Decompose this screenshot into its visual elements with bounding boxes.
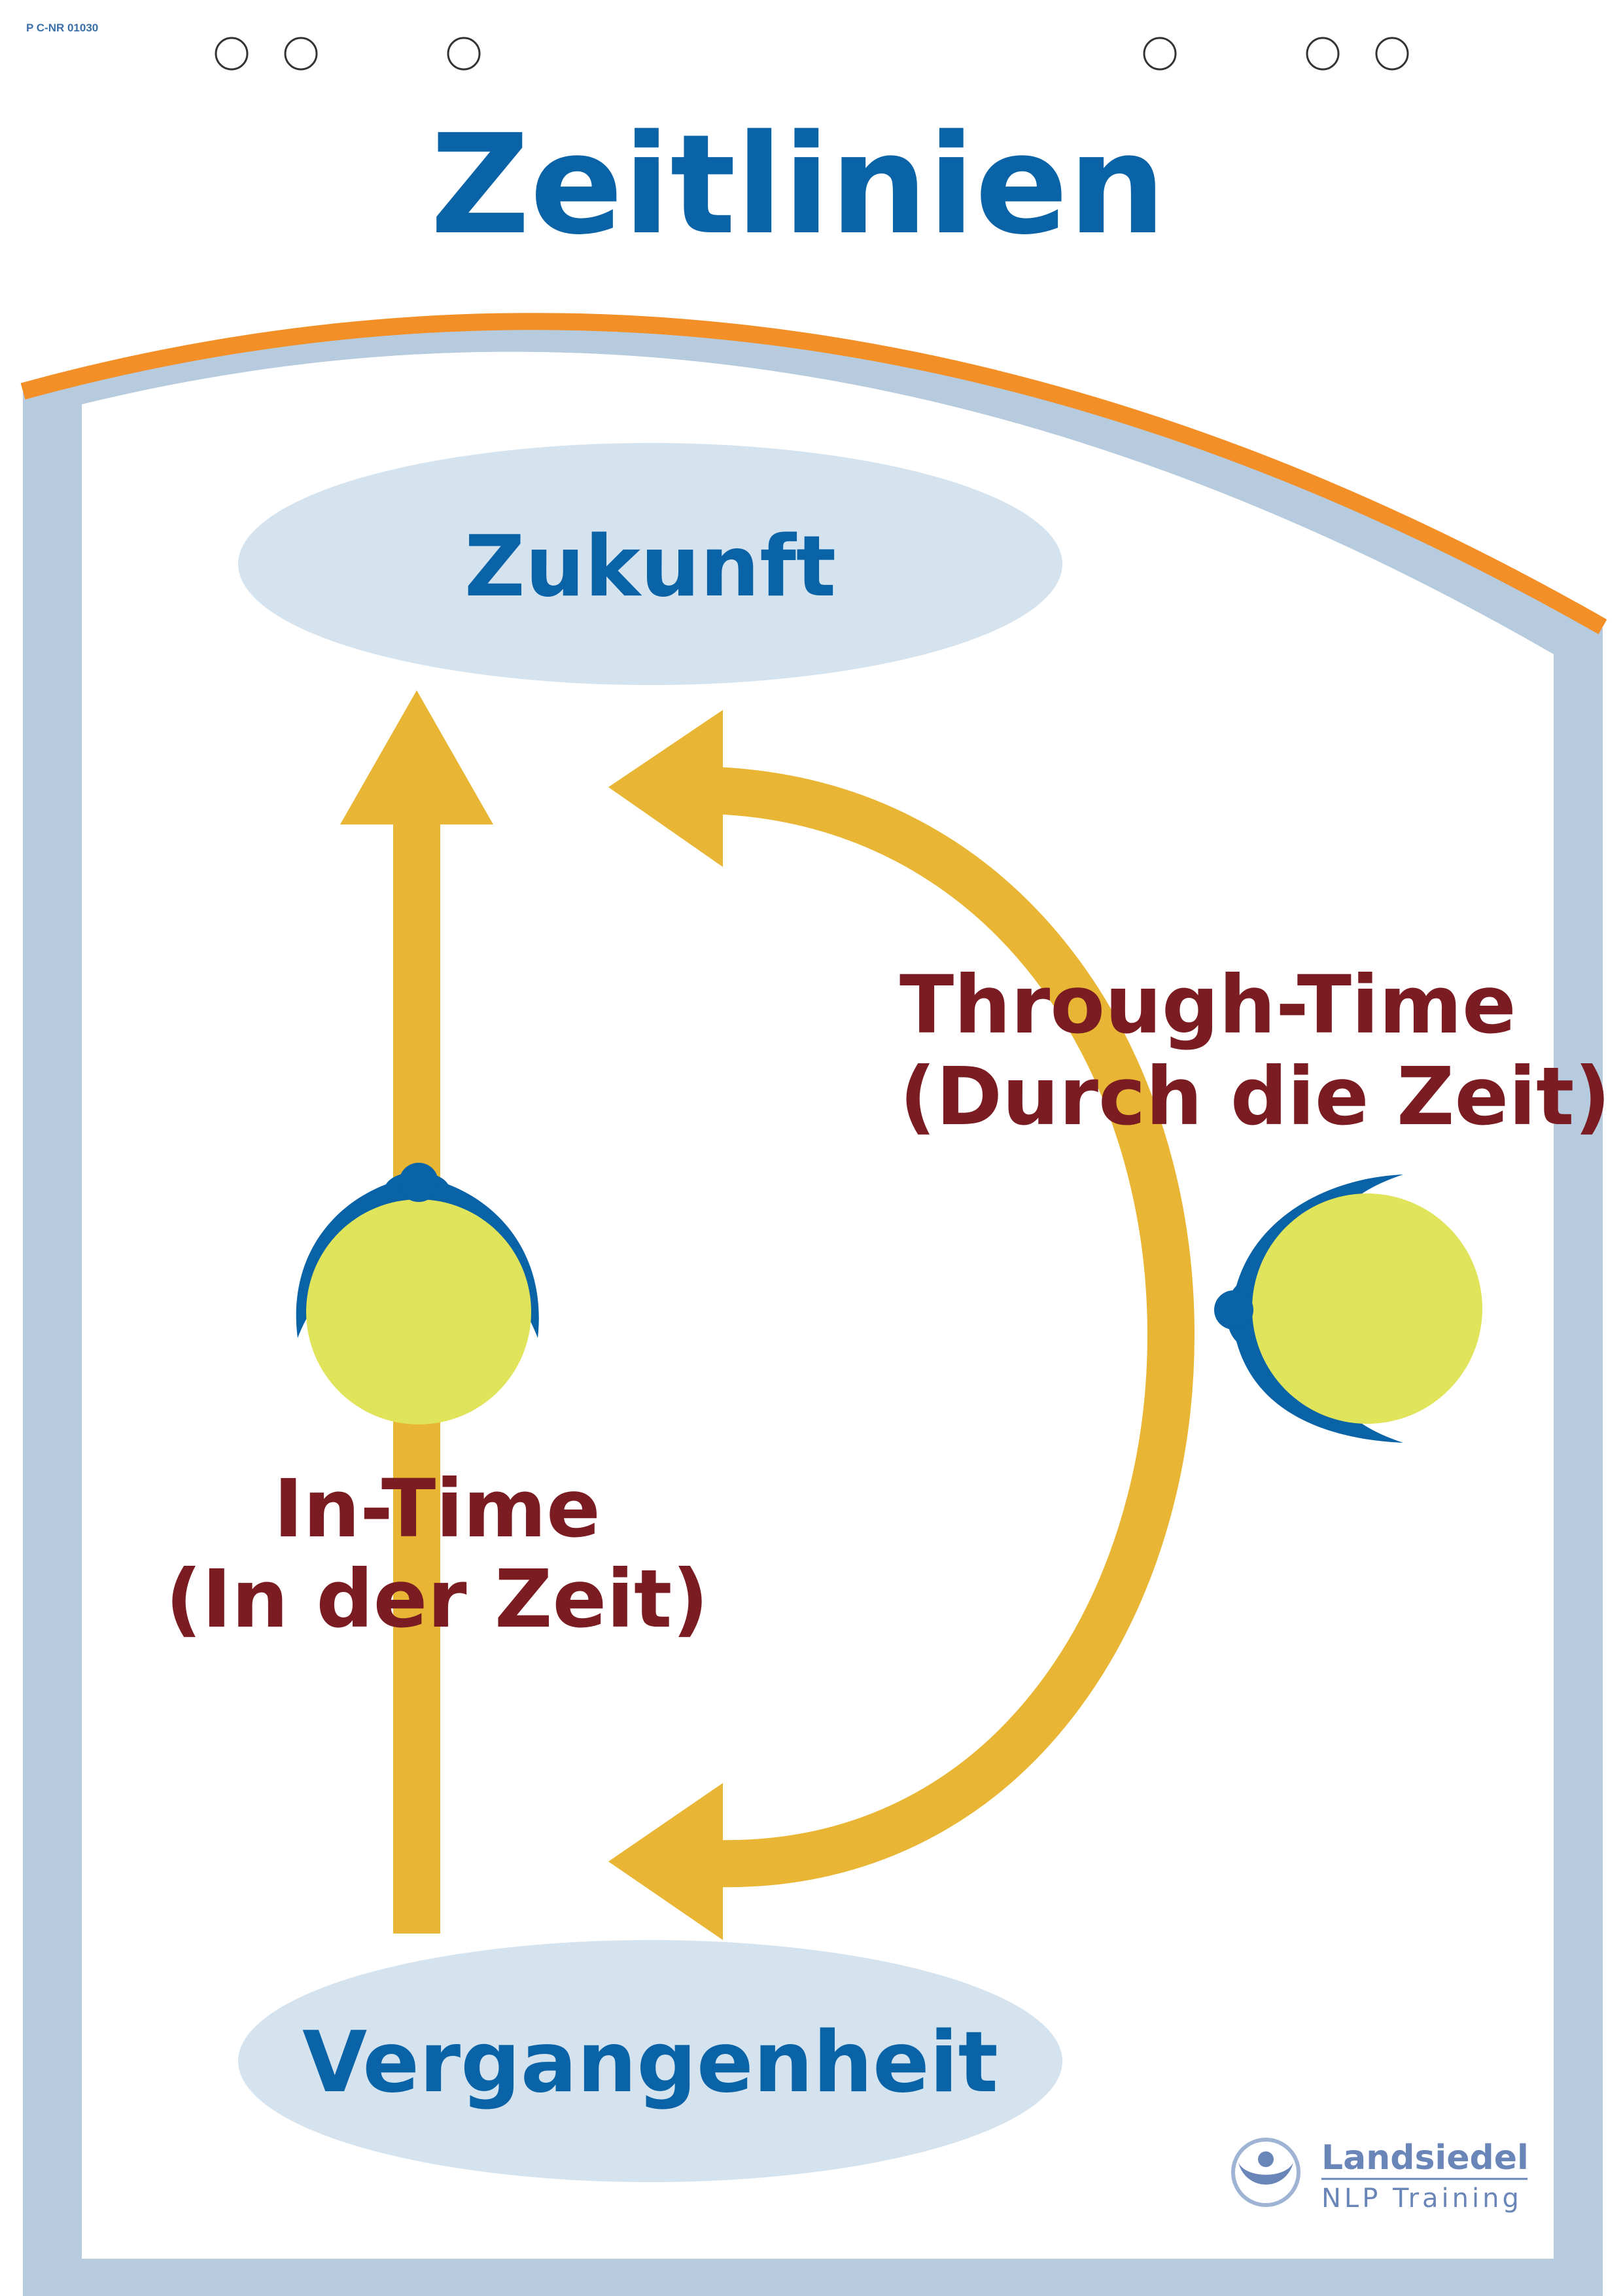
through-time-head-crown — [1214, 1290, 1253, 1330]
in-time-head-face — [306, 1199, 531, 1424]
in-time-head-crown — [399, 1163, 438, 1202]
document-code: P C-NR 01030 — [26, 22, 98, 34]
binding-hole — [1375, 37, 1409, 71]
binding-hole — [215, 37, 249, 71]
binding-hole — [447, 37, 481, 71]
through-time-head-face — [1252, 1193, 1482, 1424]
through-time-arrow-arc — [712, 767, 1195, 1888]
logo-subtitle: NLP Training — [1321, 2183, 1522, 2214]
future-oval — [238, 443, 1062, 685]
white-panel — [82, 351, 1554, 2259]
landsiedel-logo: Landsiedel NLP Training — [1231, 2138, 1529, 2214]
binding-hole — [1306, 37, 1340, 71]
through-time-label-line2: (Durch die Zeit) — [899, 1050, 1611, 1143]
through-time-head — [1214, 1174, 1482, 1443]
through-time-arrowhead-top — [608, 710, 723, 867]
binding-hole — [284, 37, 318, 71]
in-time-head — [296, 1163, 539, 1424]
past-label: Vergangenheit — [302, 2014, 998, 2111]
through-time-label-line1: Through-Time — [899, 959, 1516, 1051]
logo-emblem-swoosh — [1238, 2163, 1293, 2185]
binding-holes — [215, 37, 1409, 71]
logo-emblem-head — [1258, 2151, 1274, 2167]
logo-name: Landsiedel — [1321, 2138, 1529, 2178]
through-time-arrow — [608, 710, 1195, 1940]
page-title: Zeitlinien — [430, 105, 1166, 265]
logo-emblem — [1231, 2138, 1300, 2207]
orange-arc-band — [20, 313, 1607, 635]
through-time-arrowhead-bottom — [608, 1783, 723, 1940]
past-oval — [238, 1940, 1062, 2182]
binding-hole — [1143, 37, 1177, 71]
in-time-label-line2: (In der Zeit) — [166, 1553, 708, 1646]
future-label: Zukunft — [464, 518, 836, 616]
in-time-label-line1: In-Time — [273, 1462, 601, 1555]
in-time-arrowhead — [340, 690, 493, 824]
